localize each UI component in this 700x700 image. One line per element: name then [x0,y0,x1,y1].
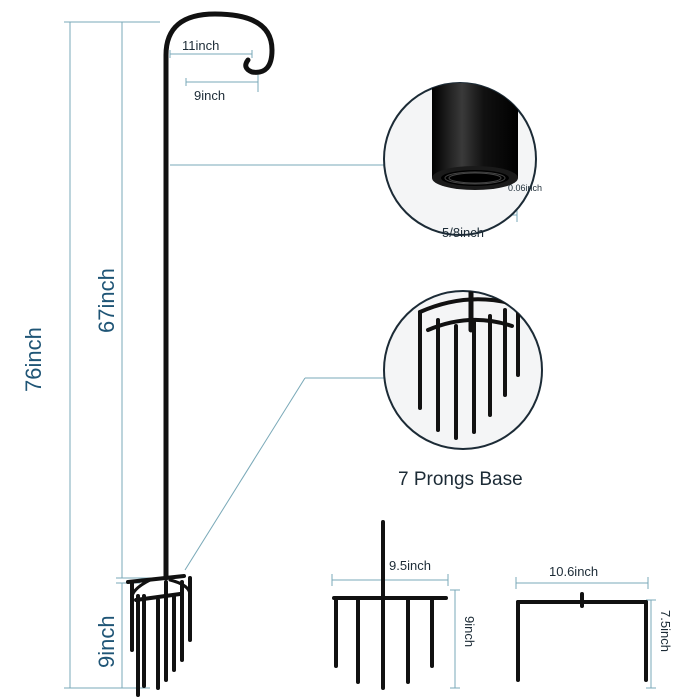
prongs-caption: 7 Prongs Base [398,469,523,490]
side-base-view [516,592,648,682]
front-base-view [332,520,448,690]
base-height-label: 9inch [94,615,119,668]
front-width-label: 9.5inch [389,558,431,573]
tube-diameter-label: 5/8inch [442,225,484,240]
dimension-lines [64,21,656,689]
pole-height-label: 67inch [94,268,119,333]
shepherd-hook-pole [126,11,275,697]
hook-depth-label: 9inch [194,88,226,103]
wall-thickness-label: 0.06inch [508,183,543,193]
side-width-label: 10.6inch [549,564,599,579]
tube-detail [383,82,537,236]
total-height-label: 76inch [21,327,46,392]
hook-width-label: 11inch [182,38,220,53]
front-height-label: 9inch [462,616,477,648]
prongs-detail [383,290,543,450]
base-leader-line [184,377,306,571]
side-height-label: 7.5inch [658,610,673,652]
